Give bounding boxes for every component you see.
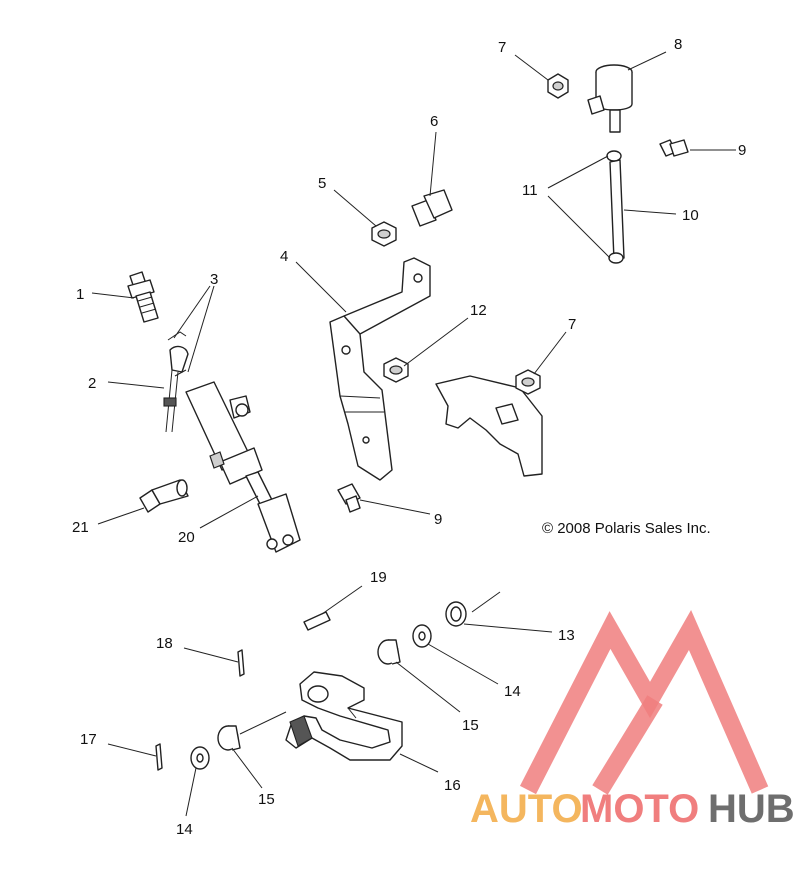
part-10-tube <box>609 159 625 261</box>
callout-3: 3 <box>210 271 218 288</box>
callout-17: 17 <box>80 731 97 748</box>
part-15-bushing-upper <box>377 639 401 665</box>
callout-labels: 1 2 3 4 5 6 7 7 8 9 9 10 11 12 13 14 14 … <box>72 36 746 838</box>
leader-lines <box>91 51 736 817</box>
callout-7-lower: 7 <box>568 316 576 333</box>
part-16-brake-pedal <box>285 671 403 761</box>
part-5-nut <box>371 221 397 247</box>
watermark-hub: HUB <box>708 787 795 831</box>
callout-14-upper: 14 <box>504 683 521 700</box>
callout-18: 18 <box>156 635 173 652</box>
caliper-bracket <box>435 375 543 477</box>
callout-19: 19 <box>370 569 387 586</box>
watermark-logo: AUTO MOTO HUB <box>470 609 795 831</box>
callout-13: 13 <box>558 627 575 644</box>
part-11-clamps <box>606 150 624 264</box>
part-14-washer-lower <box>190 746 210 770</box>
part-20-master-cylinder <box>185 381 301 553</box>
callout-14-lower: 14 <box>176 821 193 838</box>
part-7-nut-lower <box>515 369 541 395</box>
part-9-bolt-lower <box>337 483 361 513</box>
callout-12: 12 <box>470 302 487 319</box>
callout-9-upper: 9 <box>738 142 746 159</box>
callout-8: 8 <box>674 36 682 53</box>
part-21-bolt <box>139 479 189 513</box>
watermark-auto: AUTO <box>470 787 583 831</box>
callout-10: 10 <box>682 207 699 224</box>
callout-15-upper: 15 <box>462 717 479 734</box>
part-3-clamps <box>167 331 187 377</box>
part-7-nut-upper <box>547 73 569 99</box>
part-2-hose <box>163 345 189 433</box>
part-1-fitting <box>127 271 159 323</box>
watermark-moto: MOTO <box>580 787 699 831</box>
part-17-cotter-pin <box>155 743 163 771</box>
part-13-spring <box>445 601 467 627</box>
callout-9-lower: 9 <box>434 511 442 528</box>
callout-2: 2 <box>88 375 96 392</box>
callout-21: 21 <box>72 519 89 536</box>
part-18-cotter-pin <box>237 649 245 677</box>
part-8-reservoir <box>587 64 633 133</box>
part-15-bushing-lower <box>217 725 241 751</box>
callout-7-upper: 7 <box>498 39 506 56</box>
callout-1: 1 <box>76 286 84 303</box>
callout-20: 20 <box>178 529 195 546</box>
part-12-nut <box>383 357 409 383</box>
part-4-bracket <box>329 257 431 481</box>
callout-5: 5 <box>318 175 326 192</box>
part-6-bolt <box>411 189 453 227</box>
callout-4: 4 <box>280 248 288 265</box>
callout-15-lower: 15 <box>258 791 275 808</box>
callout-11: 11 <box>522 182 538 199</box>
copyright-text: © 2008 Polaris Sales Inc. <box>542 520 711 537</box>
part-19-pin <box>303 611 331 631</box>
callout-16: 16 <box>444 777 461 794</box>
part-9-bolt-upper <box>659 139 689 157</box>
callout-6: 6 <box>430 113 438 130</box>
part-14-washer-upper <box>412 624 432 648</box>
